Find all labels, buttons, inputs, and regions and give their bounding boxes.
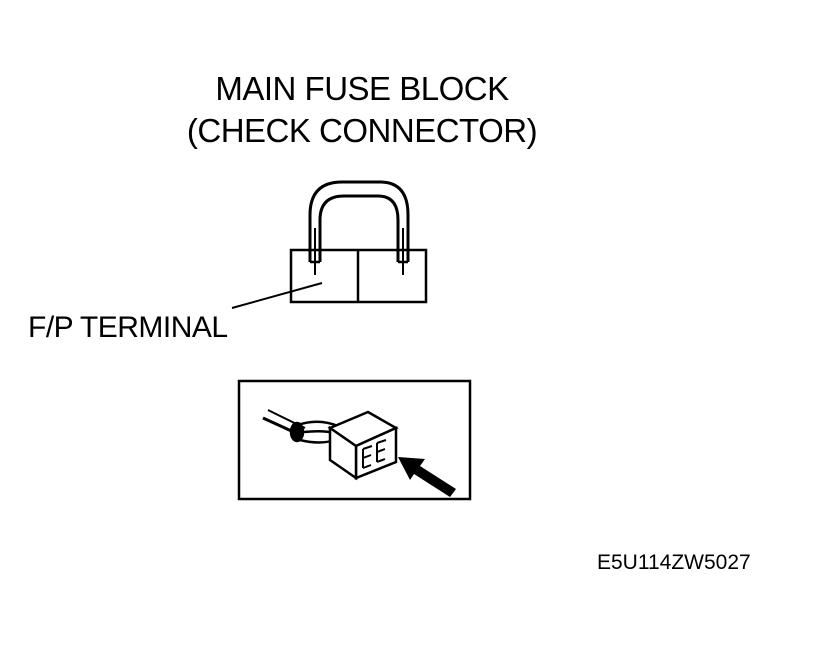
arrow-icon	[398, 457, 456, 497]
figure-code: E5U114ZW5027	[597, 551, 751, 574]
title-check-connector: (CHECK CONNECTOR)	[186, 112, 538, 149]
inset-connector-drawing	[262, 409, 399, 481]
jumper-wire-outer	[308, 180, 410, 262]
fp-terminal-label: F/P TERMINAL	[28, 311, 228, 344]
fp-terminal-leader	[231, 282, 323, 309]
title-main-fuse-block: MAIN FUSE BLOCK	[215, 70, 509, 107]
jumper-wire-inner	[318, 194, 400, 262]
check-connector-drawing	[289, 180, 428, 304]
